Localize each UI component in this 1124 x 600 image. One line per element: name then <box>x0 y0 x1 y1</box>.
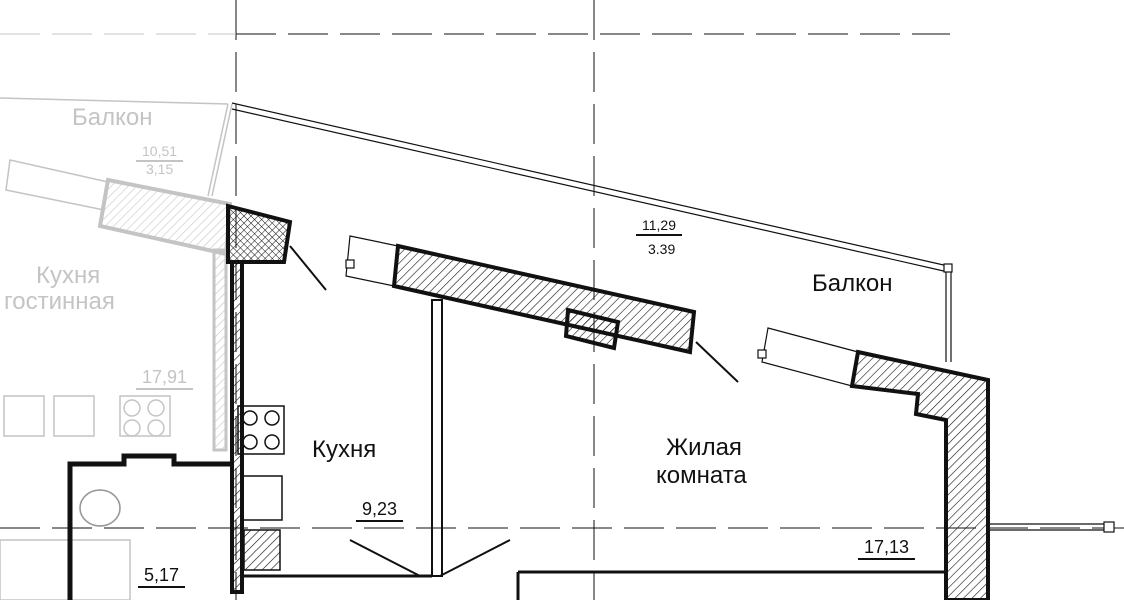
balcony-area: 11,29 <box>636 218 682 236</box>
kitchen-area: 9,23 <box>356 500 404 522</box>
living-room-label-1: Жилая <box>666 434 742 461</box>
neighbor-kitchen-living-area: 17,91 <box>136 368 194 390</box>
balcony-railing <box>231 102 1115 533</box>
neighbor-balcony-reduced-area: 3,15 <box>146 161 174 177</box>
neighbor-unit <box>0 97 233 600</box>
balcony-reduced-area: 3.39 <box>648 241 676 257</box>
kitchen-label: Кухня <box>312 436 377 463</box>
balcony-label: Балкон <box>812 270 893 297</box>
neighbor-kitchen-living-label-2: гостинная <box>4 288 115 315</box>
living-room-label-2: комната <box>656 462 747 489</box>
neighbor-balcony-area: 10,51 <box>136 144 184 162</box>
fixtures <box>67 405 946 600</box>
windows <box>289 235 859 577</box>
neighbor-balcony-label: Балкон <box>72 104 153 131</box>
bathroom-area: 5,17 <box>138 566 186 588</box>
neighbor-kitchen-living-label-1: Кухня <box>36 262 101 289</box>
exterior-walls <box>226 203 990 600</box>
living-room-area: 17,13 <box>858 538 916 560</box>
